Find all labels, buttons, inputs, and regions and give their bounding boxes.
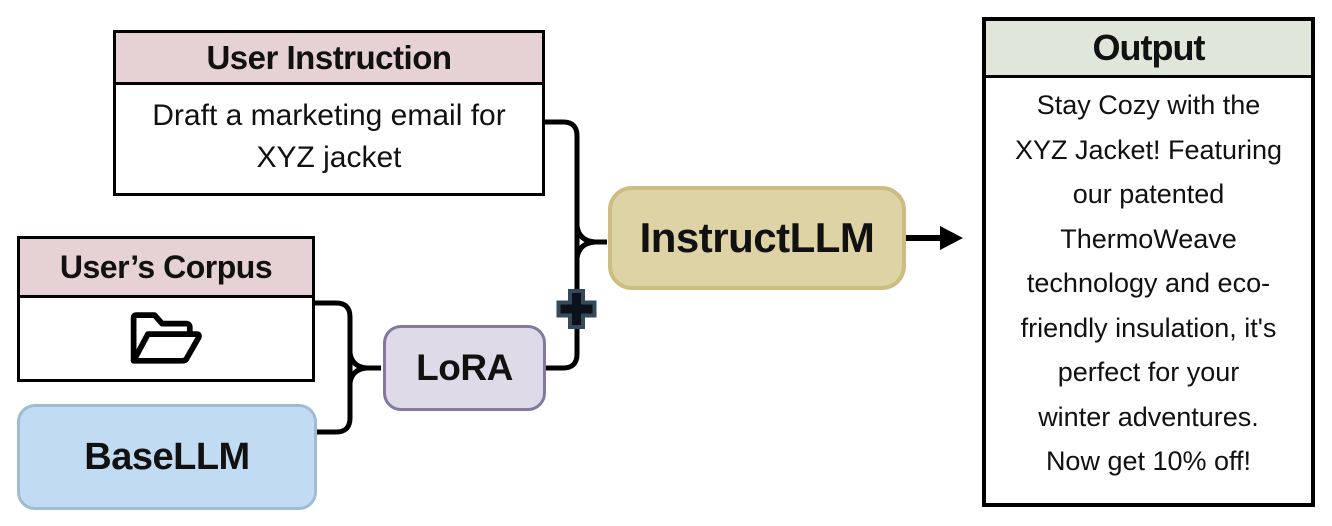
open-folder-icon (130, 311, 202, 364)
user-instruction-text: Draft a marketing email for XYZ jacket (152, 99, 506, 174)
users-corpus-title: User’s Corpus (20, 239, 312, 298)
instruct-llm-node: InstructLLM (608, 186, 906, 290)
edge-instruction-lora-trunk (543, 119, 607, 371)
base-llm-node: BaseLLM (17, 404, 317, 510)
user-instruction-box: User Instruction Draft a marketing email… (113, 30, 545, 196)
lora-node: LoRA (383, 325, 546, 411)
edge-instructllm-output-arrow (906, 226, 963, 250)
edge-corpus-basellm-trunk (313, 300, 381, 435)
lora-label: LoRA (416, 347, 513, 388)
arrowhead-icon (940, 226, 963, 250)
merge-bracket-lora (347, 352, 381, 371)
output-text: Stay Cozy with the XYZ Jacket! Featuring… (1014, 90, 1283, 476)
output-title: Output (986, 21, 1311, 78)
user-instruction-title: User Instruction (116, 33, 542, 85)
base-llm-label: BaseLLM (84, 435, 250, 478)
plus-merge-icon (556, 289, 597, 329)
instruct-llm-label: InstructLLM (639, 214, 875, 261)
output-box: Output Stay Cozy with the XYZ Jacket! Fe… (982, 17, 1315, 507)
merge-bracket-instructllm (574, 225, 607, 245)
users-corpus-box: User’s Corpus (17, 236, 315, 382)
users-corpus-body (20, 298, 312, 375)
